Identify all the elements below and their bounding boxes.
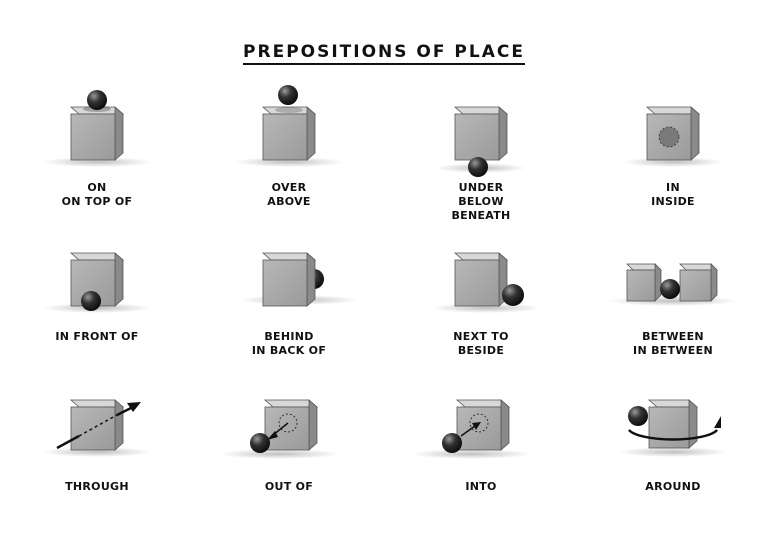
cube bbox=[69, 106, 125, 161]
arrow-into bbox=[460, 422, 481, 437]
label-line: THROUGH bbox=[65, 480, 129, 493]
into-illustration bbox=[411, 399, 531, 459]
ball bbox=[250, 433, 270, 453]
out-of-illustration bbox=[219, 399, 339, 459]
label-line: AROUND bbox=[645, 480, 701, 493]
label-under: UNDER BELOW BENEATH bbox=[401, 181, 561, 223]
arrow-head bbox=[714, 416, 721, 428]
illustration-into: INTO bbox=[401, 370, 561, 520]
through-illustration bbox=[42, 399, 152, 457]
label-around: AROUND bbox=[593, 480, 753, 494]
cube bbox=[453, 106, 509, 161]
arrow-out bbox=[267, 422, 289, 440]
cube bbox=[455, 399, 511, 451]
dashed-circle bbox=[469, 413, 489, 433]
arrow-through bbox=[56, 402, 141, 450]
ball bbox=[468, 157, 488, 177]
cube bbox=[69, 399, 125, 451]
orbit-front bbox=[628, 429, 718, 441]
illustration-between: BETWEEN IN BETWEEN bbox=[593, 226, 753, 376]
label-line: INTO bbox=[465, 480, 497, 493]
ball bbox=[81, 291, 101, 311]
under-illustration bbox=[436, 106, 526, 177]
label-line: ON bbox=[87, 181, 107, 194]
cube bbox=[453, 252, 509, 307]
cube bbox=[261, 106, 317, 161]
between-illustration bbox=[608, 263, 738, 306]
ball bbox=[87, 90, 107, 110]
label-line: BELOW bbox=[458, 195, 504, 208]
label-line: OUT OF bbox=[264, 480, 314, 493]
ball-inside bbox=[658, 126, 680, 148]
label-line: IN BACK OF bbox=[251, 344, 327, 357]
page-title-text: PREPOSITIONS OF PLACE bbox=[243, 42, 525, 65]
label-line: IN bbox=[666, 181, 680, 194]
ball bbox=[660, 279, 680, 299]
next-to-illustration bbox=[431, 252, 541, 313]
label-on: ON ON TOP OF bbox=[17, 181, 177, 209]
on-illustration bbox=[42, 90, 152, 167]
page-title: PREPOSITIONS OF PLACE bbox=[0, 42, 768, 65]
ball bbox=[278, 85, 298, 105]
label-line: IN BETWEEN bbox=[633, 344, 713, 357]
illustration-next-to: NEXT TO BESIDE bbox=[401, 226, 561, 376]
label-next-to: NEXT TO BESIDE bbox=[401, 330, 561, 358]
label-in-front-of: IN FRONT OF bbox=[17, 330, 177, 344]
behind-illustration bbox=[239, 252, 359, 307]
ball bbox=[502, 284, 524, 306]
over-illustration bbox=[234, 85, 344, 167]
illustration-out-of: OUT OF bbox=[209, 370, 369, 520]
label-out-of: OUT OF bbox=[209, 480, 369, 494]
illustration-over: OVER ABOVE bbox=[209, 80, 369, 230]
illustration-on: ON ON TOP OF bbox=[17, 80, 177, 230]
illustration-around: AROUND bbox=[593, 370, 753, 520]
label-over: OVER ABOVE bbox=[209, 181, 369, 209]
label-line: ON TOP OF bbox=[61, 195, 133, 208]
label-line: BEHIND bbox=[264, 330, 314, 343]
label-line: OVER bbox=[271, 181, 307, 194]
label-line: BESIDE bbox=[457, 344, 505, 357]
cube-left bbox=[626, 263, 662, 302]
label-behind: BEHIND IN BACK OF bbox=[209, 330, 369, 358]
illustration-in-front-of: IN FRONT OF bbox=[17, 226, 177, 376]
illustration-through: THROUGH bbox=[17, 370, 177, 520]
around-illustration bbox=[618, 399, 728, 457]
cube bbox=[647, 399, 699, 449]
label-in: IN INSIDE bbox=[593, 181, 753, 209]
label-between: BETWEEN IN BETWEEN bbox=[593, 330, 753, 358]
illustration-behind: BEHIND IN BACK OF bbox=[209, 226, 369, 376]
cube-right bbox=[679, 263, 718, 302]
ball bbox=[442, 433, 462, 453]
label-line: IN FRONT OF bbox=[55, 330, 139, 343]
label-line: NEXT TO bbox=[453, 330, 509, 343]
shadow bbox=[42, 157, 152, 167]
label-line: UNDER bbox=[458, 181, 504, 194]
cube bbox=[261, 252, 317, 307]
in-front-of-illustration bbox=[42, 252, 152, 313]
cube bbox=[263, 399, 319, 451]
label-into: INTO bbox=[401, 480, 561, 494]
label-through: THROUGH bbox=[17, 480, 177, 494]
in-illustration bbox=[623, 106, 723, 167]
illustration-under: UNDER BELOW BENEATH bbox=[401, 80, 561, 230]
dashed-circle bbox=[278, 413, 298, 433]
illustration-in: IN INSIDE bbox=[593, 80, 753, 230]
ball bbox=[628, 406, 648, 426]
label-line: BETWEEN bbox=[642, 330, 704, 343]
label-line: INSIDE bbox=[651, 195, 695, 208]
label-line: ABOVE bbox=[267, 195, 311, 208]
label-line: BENEATH bbox=[451, 209, 511, 222]
